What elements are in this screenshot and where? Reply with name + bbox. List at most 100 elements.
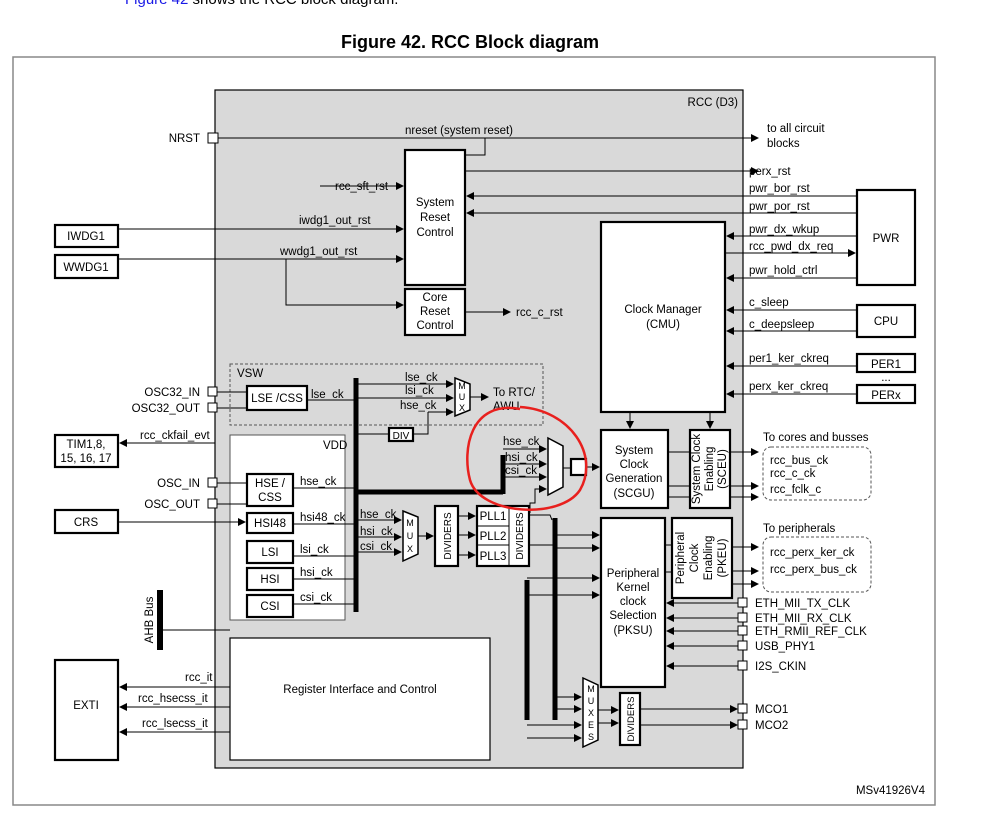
pin-i2s-ckin: I2S_CKIN [755, 661, 806, 673]
blocks-scgu-2-label: Generation [606, 473, 663, 485]
outputs-cores-2-label: rcc_fclk_c [770, 484, 821, 496]
hsi48-block [245, 511, 295, 535]
reference-code: MSv41926V4 [856, 785, 926, 797]
per1-block [855, 352, 917, 374]
blocks-csi-label: CSI [260, 601, 279, 613]
pll-source-mux [402, 509, 419, 563]
sceu-block [688, 428, 732, 510]
vsw-domain [229, 363, 544, 426]
mco-dividers [618, 691, 642, 747]
to-peripherals-title: To peripherals [763, 523, 835, 535]
cpu-block [855, 303, 917, 339]
signals-hsi48-ck-label: hsi48_ck [300, 512, 346, 524]
blocks-pkeu-3-label: (PKEU) [717, 538, 729, 577]
external-blocks-per1-label: PER1 [871, 359, 901, 371]
external-blocks-crs-label: CRS [74, 517, 99, 529]
blocks-muxes-2-label: X [588, 708, 594, 718]
pin-square [737, 660, 748, 671]
exti-block [53, 658, 120, 762]
external-blocks-tim-0-label: TIM1,8, [67, 439, 106, 451]
figure-link[interactable]: Figure 42 [125, 0, 188, 8]
peripherals-output-group [762, 536, 872, 593]
blocks-mux-0-label: M [406, 518, 414, 528]
osc32-in-label: OSC32_IN [144, 387, 200, 399]
signals-hsi-ck-label: hsi_ck [360, 526, 393, 538]
blocks-hsi-label: HSI [260, 574, 279, 586]
external-blocks-perx-label: PERx [871, 390, 901, 402]
pin-mco1: MCO1 [755, 704, 788, 716]
blocks-dividers-label: DIVIDERS [515, 512, 526, 560]
osc32-out-pin [207, 402, 218, 413]
signals-lsi-ck-label: lsi_ck [405, 385, 434, 397]
nreset-label: nreset (system reset) [405, 125, 513, 137]
signals-rcc-lsecss-it-label: rcc_lsecss_it [142, 718, 209, 730]
to-all-label: to all circuit [767, 123, 825, 135]
external-blocks-per-ellipsis-label: ... [881, 372, 891, 384]
clock-manager-cmu [599, 220, 727, 414]
pin-square [737, 625, 748, 636]
blocks-reg-if-label: Register Interface and Control [283, 684, 436, 696]
pin-square [737, 597, 748, 608]
blocks-pksu-4-label: (PKSU) [614, 625, 653, 637]
perx-ker-ckreq-label: perx_ker_ckreq [749, 381, 828, 393]
blocks-mux-0-label: M [458, 381, 466, 391]
blocks-sys-reset-2-label: Control [416, 227, 453, 239]
csi-block [245, 593, 295, 619]
pin-square [737, 703, 748, 714]
pwr-dx-wkup-label: pwr_dx_wkup [749, 224, 819, 236]
pksu-block [599, 516, 667, 689]
intro-text: Figure 42 shows the RCC block diagram. [125, 0, 398, 8]
pll3-label: PLL3 [480, 551, 507, 563]
c-sleep-label: c_sleep [749, 297, 789, 309]
blocks-hse-css-0-label: HSE / [255, 478, 286, 490]
intro-rest: shows the RCC block diagram. [188, 0, 399, 8]
signals-csi-ck-label: csi_ck [360, 541, 392, 553]
right-pins: ETH_MII_TX_CLK ETH_MII_RX_CLK ETH_RMII_R… [640, 597, 867, 732]
figure-frame [12, 56, 936, 806]
blocks-muxes-4-label: S [588, 732, 594, 742]
rcc-label: RCC (D3) [688, 97, 739, 109]
pin-eth-rmii-ref-clk: ETH_RMII_REF_CLK [755, 626, 867, 638]
blocks-sceu-0-label: System Clock [691, 434, 703, 505]
wwdg1-block [53, 253, 120, 280]
lsi-block [245, 539, 295, 565]
external-blocks-cpu-label: CPU [874, 316, 898, 328]
blocks-dividers-label: DIVIDERS [626, 697, 637, 742]
to-all-label-2: blocks [767, 138, 800, 150]
signals-hsi-ck-label: hsi_ck [505, 452, 538, 464]
pin-eth-mii-tx-clk: ETH_MII_TX_CLK [755, 598, 851, 610]
blocks-pkeu-2-label: Enabling [703, 536, 715, 581]
signals-hsi-ck-label: hsi_ck [300, 567, 333, 579]
per1-ker-ckreq-label: per1_ker_ckreq [749, 353, 829, 365]
blocks-dividers-label: DIVIDERS [443, 512, 454, 560]
blocks-vsw-label: VSW [237, 368, 263, 380]
external-blocks-tim-1-label: 15, 16, 17 [60, 453, 111, 465]
iwdg1-out-rst-label: iwdg1_out_rst [299, 215, 371, 227]
signals-lse-ck-label: lse_ck [311, 389, 344, 401]
external-blocks-pwr-label: PWR [873, 233, 900, 245]
system-reset-control [403, 148, 467, 287]
pwr-block [855, 188, 917, 287]
outputs-periph-1-label: rcc_perx_bus_ck [770, 564, 857, 576]
blocks-pksu-0-label: Peripheral [607, 568, 659, 580]
hse-css-block [245, 472, 295, 508]
signals-csi-ck-label: csi_ck [300, 592, 332, 604]
signals-hse-ck-label: hse_ck [400, 400, 437, 412]
osc-out-pin [207, 498, 218, 509]
pin-mco2: MCO2 [755, 720, 788, 732]
pin-square [737, 612, 748, 623]
osc32-in-pin [207, 386, 218, 397]
cores-output-group [762, 446, 872, 501]
osc32-out-label: OSC32_OUT [132, 403, 200, 415]
signals-hse-ck-label: hse_ck [360, 509, 397, 521]
figure-title: Figure 42. RCC Block diagram [340, 32, 600, 52]
to-rtc-label: To RTC/ [493, 387, 536, 399]
red-annotation-circle [466, 405, 588, 511]
outputs-cores-1-label: rcc_c_ck [770, 468, 816, 480]
to-cores-title: To cores and busses [763, 432, 869, 444]
blocks-sceu-1-label: Enabling [704, 447, 716, 492]
rcc-c-rst-label: rcc_c_rst [516, 307, 563, 319]
blocks-vdd-label: VDD [323, 440, 347, 452]
blocks-cmu-1-label: (CMU) [646, 319, 680, 331]
blocks-core-reset-0-label: Core [423, 292, 448, 304]
